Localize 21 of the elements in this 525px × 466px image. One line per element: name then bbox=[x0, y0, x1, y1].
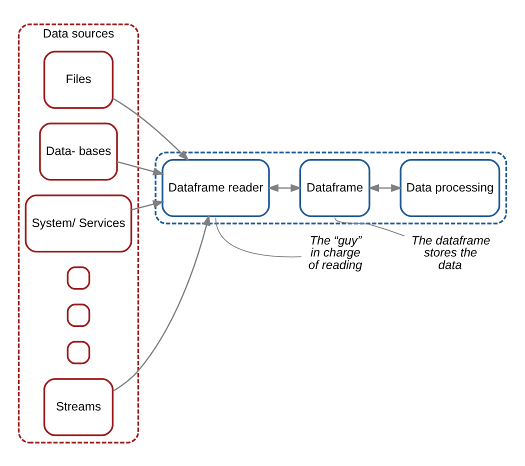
node-box bbox=[66, 266, 90, 290]
node-box: Files bbox=[43, 50, 114, 108]
arrow bbox=[131, 200, 164, 210]
arrow bbox=[267, 184, 302, 192]
arrow bbox=[112, 214, 210, 392]
cluster bbox=[154, 151, 508, 224]
node-box: Dataframe bbox=[299, 158, 370, 217]
node-box bbox=[66, 340, 90, 364]
node-box: Data processing bbox=[400, 158, 500, 217]
node-box: Data- bases bbox=[39, 122, 118, 180]
connector bbox=[334, 216, 405, 236]
arrow bbox=[368, 184, 402, 192]
arrow bbox=[112, 97, 190, 160]
node-text: The dataframe stores the data bbox=[411, 232, 490, 272]
connector bbox=[215, 216, 302, 257]
node-box: System/ Services bbox=[24, 194, 132, 252]
arrow bbox=[116, 160, 164, 175]
node-box: Streams bbox=[43, 378, 114, 436]
node-box bbox=[66, 303, 90, 327]
node-box: Dataframe reader bbox=[162, 158, 270, 217]
node-text: The “guy” in charge of reading bbox=[308, 232, 362, 272]
